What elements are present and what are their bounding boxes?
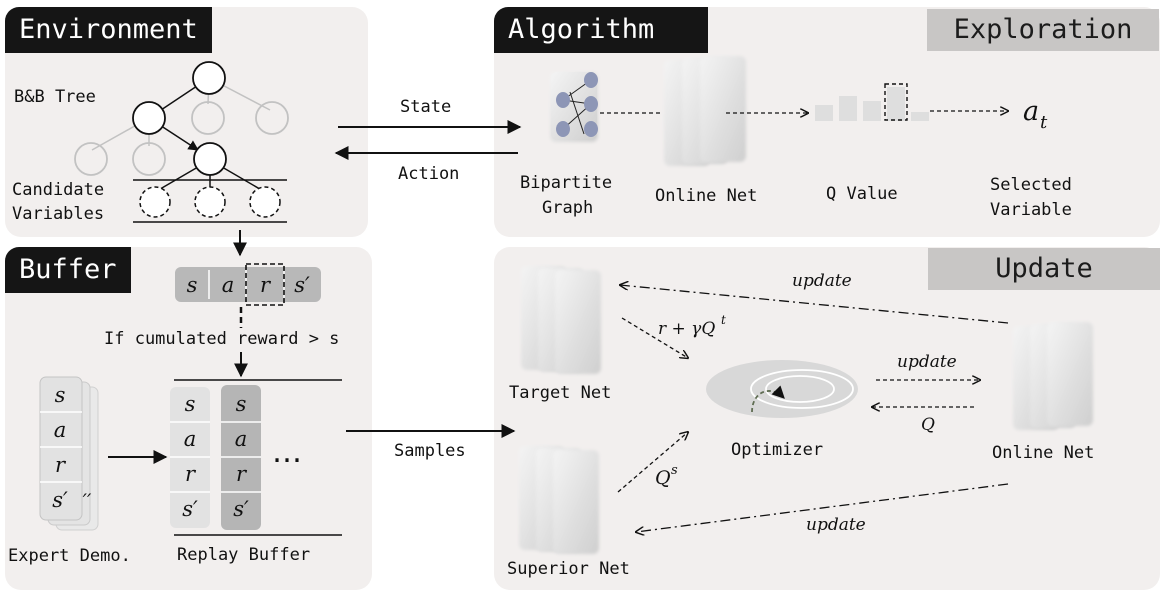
online-to-superior-update-arrow: [636, 483, 1009, 532]
action-subscript: t: [1040, 112, 1048, 133]
replay-col2-r: r: [236, 462, 248, 486]
update-label-top: update: [792, 271, 852, 291]
update-title: Update: [928, 248, 1160, 290]
candidate-label-1: Candidate: [12, 180, 105, 200]
bipartite-label-1: Bipartite: [520, 173, 613, 193]
optimizer-label: Optimizer: [731, 440, 824, 460]
q-symbol: Q: [921, 415, 935, 435]
tree-node: [132, 101, 166, 135]
bb-tree: [74, 61, 289, 223]
optimizer-icon: [706, 360, 858, 418]
tuple-s-prime: s′: [294, 273, 310, 297]
update-label-bottom: update: [806, 515, 866, 535]
target-net-stack: [521, 266, 601, 374]
target-formula-sup: t: [721, 313, 726, 327]
replay-buffer: s a r s′ s a r s′ …: [170, 379, 342, 536]
selected-label-2: Variable: [990, 200, 1072, 220]
replay-col2-s: s: [236, 392, 247, 416]
condition-label: If cumulated reward > s: [104, 329, 340, 349]
target-net-label: Target Net: [509, 383, 612, 403]
expert-demo-stack: s a r s′ ′′: [39, 376, 99, 531]
environment-title: Environment: [5, 7, 212, 53]
buffer-title: Buffer: [5, 247, 131, 293]
replay-buffer-label: Replay Buffer: [177, 545, 311, 565]
target-formula: r + γQ: [658, 319, 715, 339]
tuple-s: s: [187, 273, 198, 297]
replay-ellipsis: …: [272, 435, 302, 470]
candidate-node: [194, 186, 226, 218]
superior-to-optimizer-arrow: [617, 432, 688, 493]
online-net-update-label: Online Net: [992, 443, 1095, 463]
qs-sup: s: [671, 463, 678, 478]
expert-stack-tail: ′′: [83, 490, 92, 512]
bipartite-graph: [550, 72, 598, 142]
tuple-a: a: [222, 273, 235, 297]
candidate-label-2: Variables: [12, 204, 105, 224]
action-symbol: a: [1023, 96, 1039, 127]
superior-net-stack: [519, 446, 599, 554]
action-label: Action: [398, 164, 460, 184]
tree-node-faded: [255, 101, 289, 135]
superior-net-label: Superior Net: [507, 559, 630, 579]
expert-cell-a: a: [54, 418, 67, 442]
tree-node-root: [192, 61, 226, 95]
online-net-explore: [664, 56, 746, 166]
expert-demo-label: Expert Demo.: [8, 546, 131, 566]
tree-node-faded: [74, 142, 108, 176]
algorithm-title: Algorithm: [494, 7, 708, 53]
bipartite-label-2: Graph: [542, 198, 594, 218]
transition-tuple: s a r s′: [175, 263, 321, 306]
replay-col2-a: a: [235, 427, 248, 451]
replay-col1-s: s: [185, 392, 196, 416]
tuple-r: r: [260, 273, 272, 297]
expert-cell-s-prime: s′: [52, 488, 68, 512]
target-to-optimizer-arrow: [621, 317, 688, 358]
tree-node-faded: [132, 142, 166, 176]
q-value-label: Q Value: [826, 184, 898, 204]
online-net-update: [1013, 322, 1093, 430]
exploration-title: Exploration: [927, 9, 1159, 51]
state-label: State: [400, 97, 452, 117]
bb-tree-label: B&B Tree: [14, 87, 96, 107]
online-to-target-update-arrow: [620, 285, 1009, 324]
replay-col1-r: r: [185, 462, 197, 486]
selected-label-1: Selected: [990, 175, 1072, 195]
expert-cell-s: s: [55, 383, 66, 407]
samples-label: Samples: [394, 441, 466, 461]
candidate-node: [249, 186, 281, 218]
expert-cell-r: r: [55, 453, 67, 477]
qs-symbol: Q: [655, 467, 671, 489]
candidate-node: [139, 186, 171, 218]
replay-col1-a: a: [184, 427, 197, 451]
tree-node-faded: [191, 101, 225, 135]
replay-col2-s-prime: s′: [233, 497, 249, 521]
tree-node-current: [193, 142, 227, 176]
update-label-mid: update: [897, 352, 957, 372]
replay-col1-s-prime: s′: [182, 497, 198, 521]
online-net-label: Online Net: [655, 186, 758, 206]
q-value-bars: [815, 83, 929, 121]
